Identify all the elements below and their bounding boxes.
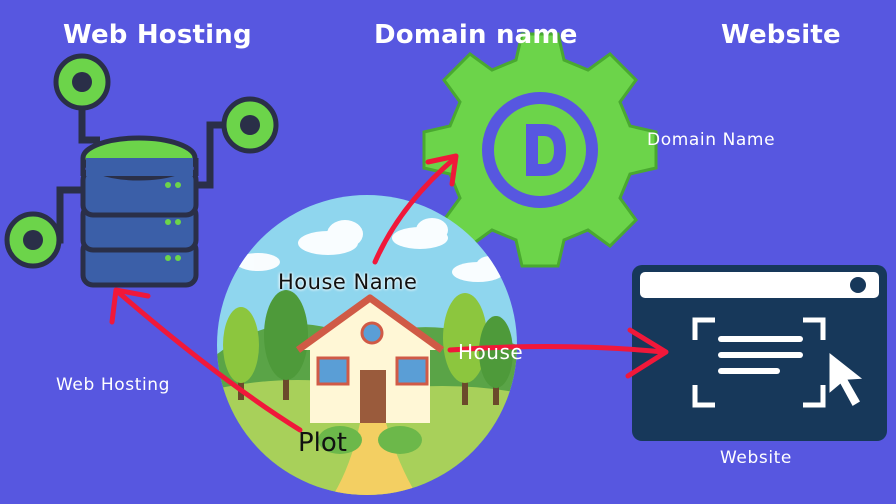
label-website: Website	[720, 448, 792, 468]
server-icon	[4, 53, 279, 288]
network-node-icon	[53, 53, 111, 111]
scene-label-house-name: House Name	[278, 270, 418, 294]
house-scene	[217, 195, 517, 495]
arrow-to-domain	[372, 155, 458, 265]
scene-label-plot: Plot	[298, 428, 348, 458]
gear-icon	[422, 32, 658, 268]
cursor-icon	[826, 346, 871, 411]
arrow-group	[109, 153, 669, 433]
label-domain-name: Domain Name	[647, 130, 776, 150]
website-window-icon	[632, 265, 887, 441]
heading-website: Website	[721, 20, 841, 50]
arrow-to-hosting	[115, 289, 303, 433]
scene-label-house: House	[458, 340, 524, 364]
heading-domain-name: Domain name	[374, 20, 578, 50]
network-node-icon	[4, 211, 62, 269]
house-icon	[295, 294, 445, 423]
network-node-icon	[221, 96, 279, 154]
heading-web-hosting: Web Hosting	[63, 20, 252, 50]
label-web-hosting: Web Hosting	[56, 375, 171, 395]
arrow-to-website	[447, 343, 667, 355]
